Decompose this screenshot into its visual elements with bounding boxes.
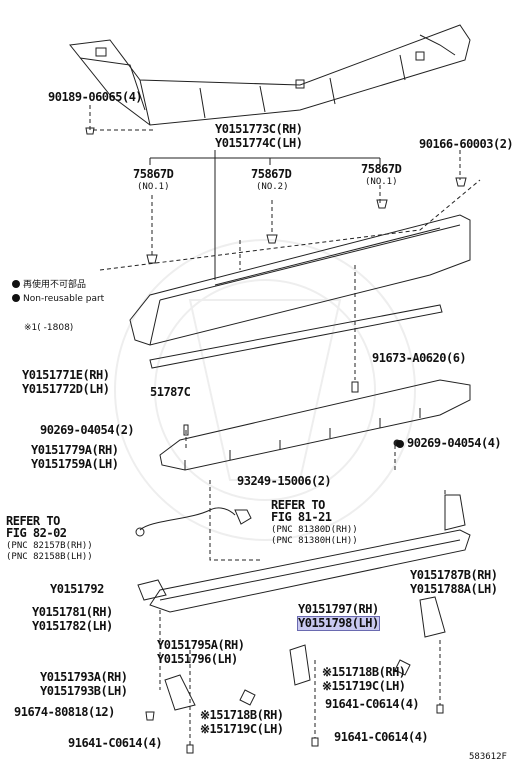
frame-member bbox=[69, 24, 471, 126]
label-90189: 90189-06065(4) bbox=[48, 90, 143, 104]
refer-left-line2[interactable]: FIG 82-02 bbox=[6, 526, 67, 540]
nonreusable-dot-icon bbox=[12, 280, 20, 288]
legend-nonreusable-en: Non-reusable part bbox=[12, 293, 104, 306]
figure-id: 583612F bbox=[469, 752, 507, 762]
label-51774c: Y0151774C(LH) bbox=[215, 136, 303, 150]
label-51772d: Y0151772D(LH) bbox=[22, 382, 110, 396]
label-90166: 90166-60003(2) bbox=[419, 137, 514, 151]
refer-left-line4: (PNC 82158B(LH)) bbox=[6, 552, 93, 562]
label-75867d-b: 75867D bbox=[251, 167, 292, 181]
label-90269-a: 90269-04054(2) bbox=[40, 423, 135, 437]
refer-right-line1[interactable]: REFER TO bbox=[271, 498, 325, 512]
clip-parts bbox=[85, 127, 467, 264]
refer-left-line1[interactable]: REFER TO bbox=[6, 514, 60, 528]
rocker-moulding bbox=[129, 214, 471, 346]
legend-star-note: ※1( -1808) bbox=[24, 323, 74, 333]
label-90269-b-text: 90269-04054(4) bbox=[407, 436, 502, 450]
label-51797: Y0151797(RH) bbox=[298, 602, 379, 616]
label-91674: 91674-80818(12) bbox=[14, 705, 115, 719]
label-51788a: Y0151788A(LH) bbox=[410, 582, 498, 596]
trim-strip bbox=[149, 304, 443, 369]
leader-lines bbox=[149, 150, 381, 280]
label-75867d-a-sub: (NO.1) bbox=[137, 182, 170, 192]
refer-right-line3: (PNC 81380D(RH)) bbox=[271, 525, 358, 535]
label-51759a: Y0151759A(LH) bbox=[31, 457, 119, 471]
label-91641-left: 91641-C0614(4) bbox=[68, 736, 163, 750]
label-51798-highlighted[interactable]: Y0151798(LH) bbox=[297, 616, 380, 631]
nonreusable-dot-icon bbox=[12, 294, 20, 302]
label-51782: Y0151782(LH) bbox=[32, 619, 113, 633]
wire-harness bbox=[139, 507, 236, 531]
legend-jp-text: 再使用不可部品 bbox=[23, 280, 87, 290]
legend-nonreusable-jp: 再使用不可部品 bbox=[12, 279, 86, 292]
refer-right-line2[interactable]: FIG 81-21 bbox=[271, 510, 332, 524]
label-51787b: Y0151787B(RH) bbox=[410, 568, 498, 582]
label-75867d-a: 75867D bbox=[133, 167, 174, 181]
label-51779a: Y0151779A(RH) bbox=[31, 443, 119, 457]
label-90269-b: 90269-04054(4) bbox=[396, 436, 502, 450]
refer-left-line3: (PNC 82157B(RH)) bbox=[6, 541, 93, 551]
label-91641-center: 91641-C0614(4) bbox=[334, 730, 429, 744]
running-board bbox=[149, 529, 471, 613]
label-91673: 91673-A0620(6) bbox=[372, 351, 467, 365]
label-51719c-right: ※151719C(LH) bbox=[322, 679, 406, 693]
label-75867d-c-sub: (NO.1) bbox=[365, 177, 398, 187]
label-75867d-b-sub: (NO.2) bbox=[256, 182, 289, 192]
legend-en-text: Non-reusable part bbox=[23, 294, 105, 304]
label-51793a: Y0151793A(RH) bbox=[40, 670, 128, 684]
step-rail bbox=[159, 379, 471, 471]
refer-right-line4: (PNC 81380H(LH)) bbox=[271, 536, 358, 546]
label-51796: Y0151796(LH) bbox=[157, 652, 238, 666]
label-51773c: Y0151773C(RH) bbox=[215, 122, 303, 136]
label-51793b: Y0151793B(LH) bbox=[40, 684, 128, 698]
guide-lines bbox=[89, 105, 481, 745]
label-75867d-c: 75867D bbox=[361, 162, 402, 176]
label-51787c: 51787C bbox=[150, 385, 191, 399]
label-51792: Y0151792 bbox=[50, 582, 104, 596]
watermark-crest bbox=[114, 239, 416, 541]
label-51718b-right: ※151718B(RH) bbox=[322, 665, 406, 679]
label-51719c-left: ※151719C(LH) bbox=[200, 722, 284, 736]
label-51795a: Y0151795A(RH) bbox=[157, 638, 245, 652]
label-51781: Y0151781(RH) bbox=[32, 605, 113, 619]
label-93249: 93249-15006(2) bbox=[237, 474, 332, 488]
label-51718b-left: ※151718B(RH) bbox=[200, 708, 284, 722]
nonreusable-dot-icon bbox=[396, 440, 404, 448]
label-51771e: Y0151771E(RH) bbox=[22, 368, 110, 382]
label-91641-right: 91641-C0614(4) bbox=[325, 697, 420, 711]
